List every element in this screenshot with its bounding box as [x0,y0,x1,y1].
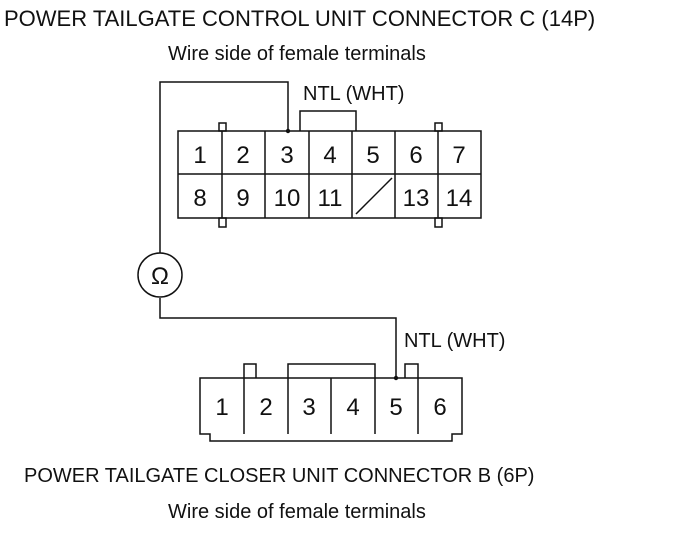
pin-c-9: 9 [236,185,249,212]
pin-c-11: 11 [318,185,343,212]
pin-b-1: 1 [215,394,228,421]
connector-c-wire-label: NTL (WHT) [303,83,405,105]
pin-b-5: 5 [389,394,402,421]
pin-c-14: 14 [446,185,473,212]
pin-b-2: 2 [259,394,272,421]
ohmmeter [137,252,183,298]
pin-c-13: 13 [403,185,430,212]
connector-c-subtitle: Wire side of female terminals [168,43,426,65]
terminal-point-b5 [393,375,399,381]
ohm-symbol: Ω [151,263,169,290]
pin-c-5: 5 [366,142,379,169]
connector-c-title: POWER TAILGATE CONTROL UNIT CONNECTOR C … [4,6,596,31]
connector-b-subtitle: Wire side of female terminals [168,501,426,523]
pin-c-4: 4 [323,142,336,169]
pin-c-10: 10 [274,185,301,212]
terminal-point-c3 [285,128,291,134]
pin-b-3: 3 [302,394,315,421]
pin-b-6: 6 [433,394,446,421]
connector-b-title: POWER TAILGATE CLOSER UNIT CONNECTOR B (… [24,465,535,487]
pin-c-1: 1 [193,142,206,169]
connector-b-wire-label: NTL (WHT) [404,330,506,352]
pin-c-6: 6 [409,142,422,169]
pin-c-7: 7 [452,142,465,169]
pin-c-2: 2 [236,142,249,169]
pin-b-4: 4 [346,394,359,421]
pin-c-3: 3 [280,142,293,169]
empty-cavity-slash [355,177,393,215]
pin-c-8: 8 [193,185,206,212]
measurement-wire [159,81,397,378]
connector-b-housing [199,363,463,442]
connector-c-housing [177,110,482,228]
